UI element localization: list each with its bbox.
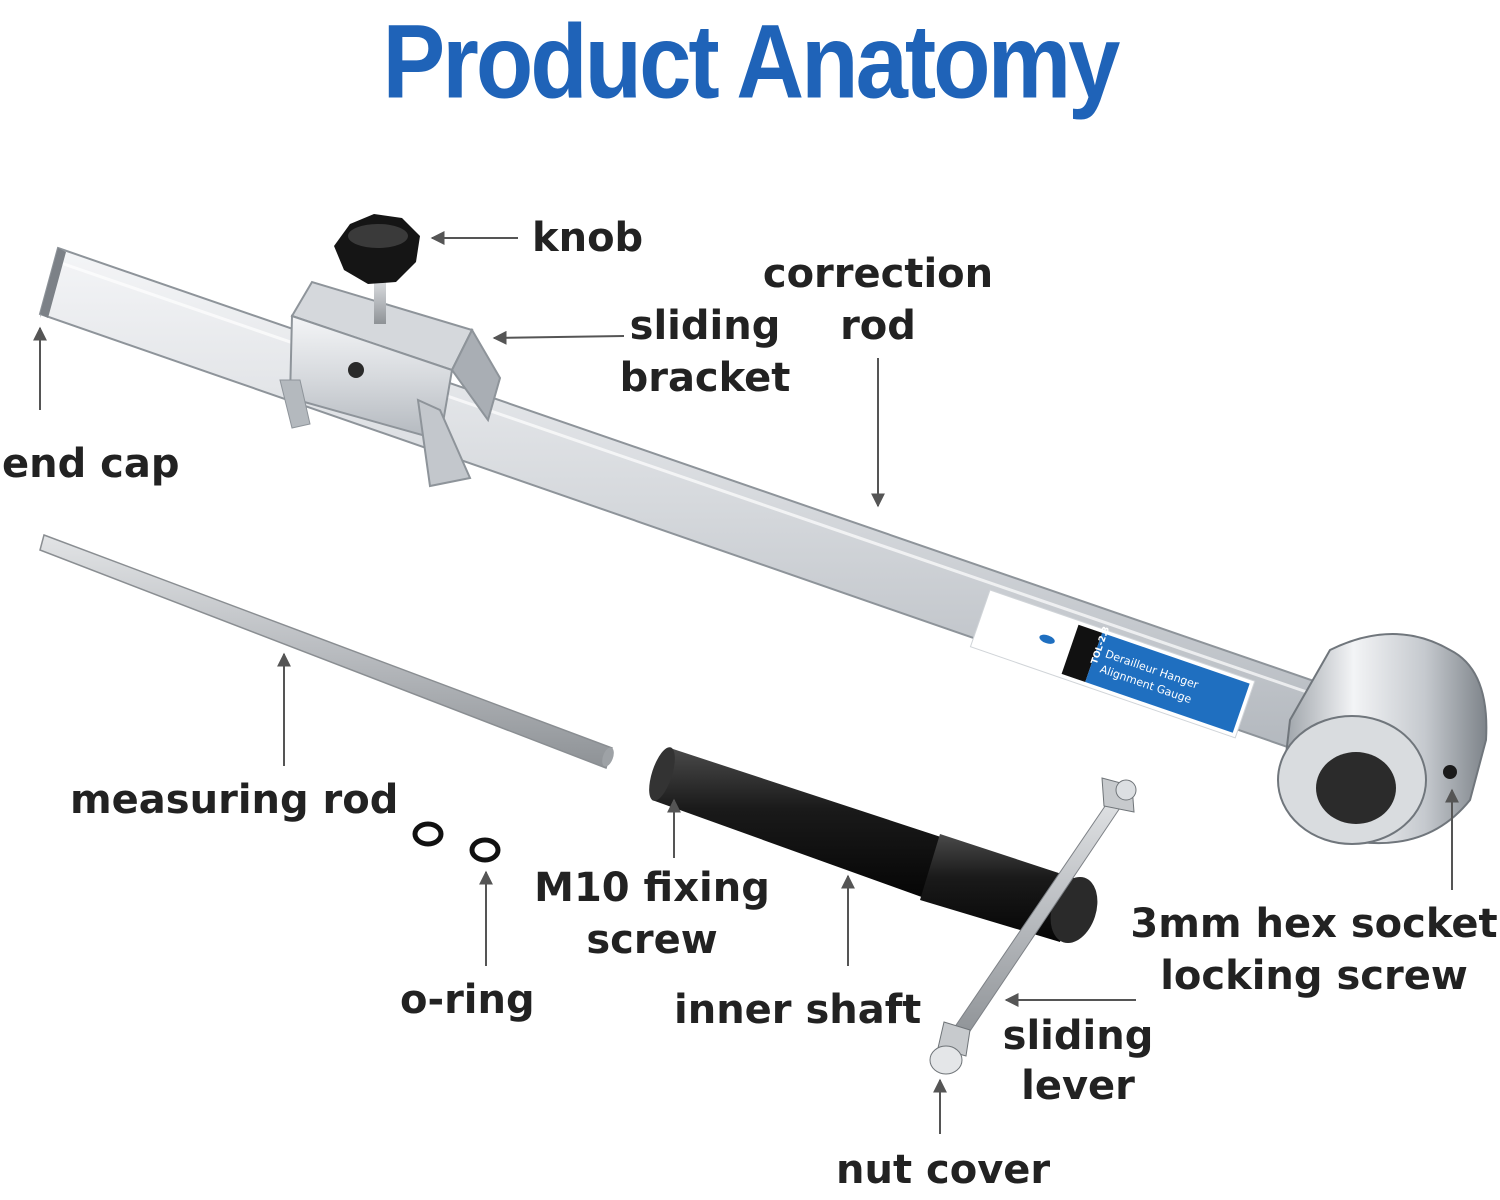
label-sliding-lever-line1: sliding — [994, 1010, 1162, 1062]
label-correction-rod-line1: correction — [756, 248, 1000, 300]
label-knob: knob — [532, 212, 643, 264]
cylinder-head — [1278, 634, 1486, 844]
o-rings — [415, 824, 498, 860]
label-nut-cover: nut cover — [836, 1144, 1050, 1196]
sliding-bracket-arrow — [494, 336, 624, 338]
label-m10-fixing-screw-line1: M10 fixing — [524, 862, 780, 914]
label-sliding-bracket-line1: sliding — [612, 300, 798, 352]
label-m10-fixing-screw-line2: screw — [524, 914, 780, 966]
label-hex-socket-line2: locking screw — [1128, 950, 1500, 1002]
nut-cover — [930, 1022, 970, 1074]
label-hex-socket-line1: 3mm hex socket — [1128, 898, 1500, 950]
label-measuring-rod: measuring rod — [70, 774, 398, 826]
label-o-ring: o-ring — [400, 974, 535, 1026]
label-sliding-bracket-line2: bracket — [612, 352, 798, 404]
label-end-cap: end cap — [2, 438, 180, 490]
label-inner-shaft: inner shaft — [674, 984, 921, 1036]
label-sliding-lever-line2: lever — [994, 1060, 1162, 1112]
measuring-rod — [40, 535, 616, 768]
